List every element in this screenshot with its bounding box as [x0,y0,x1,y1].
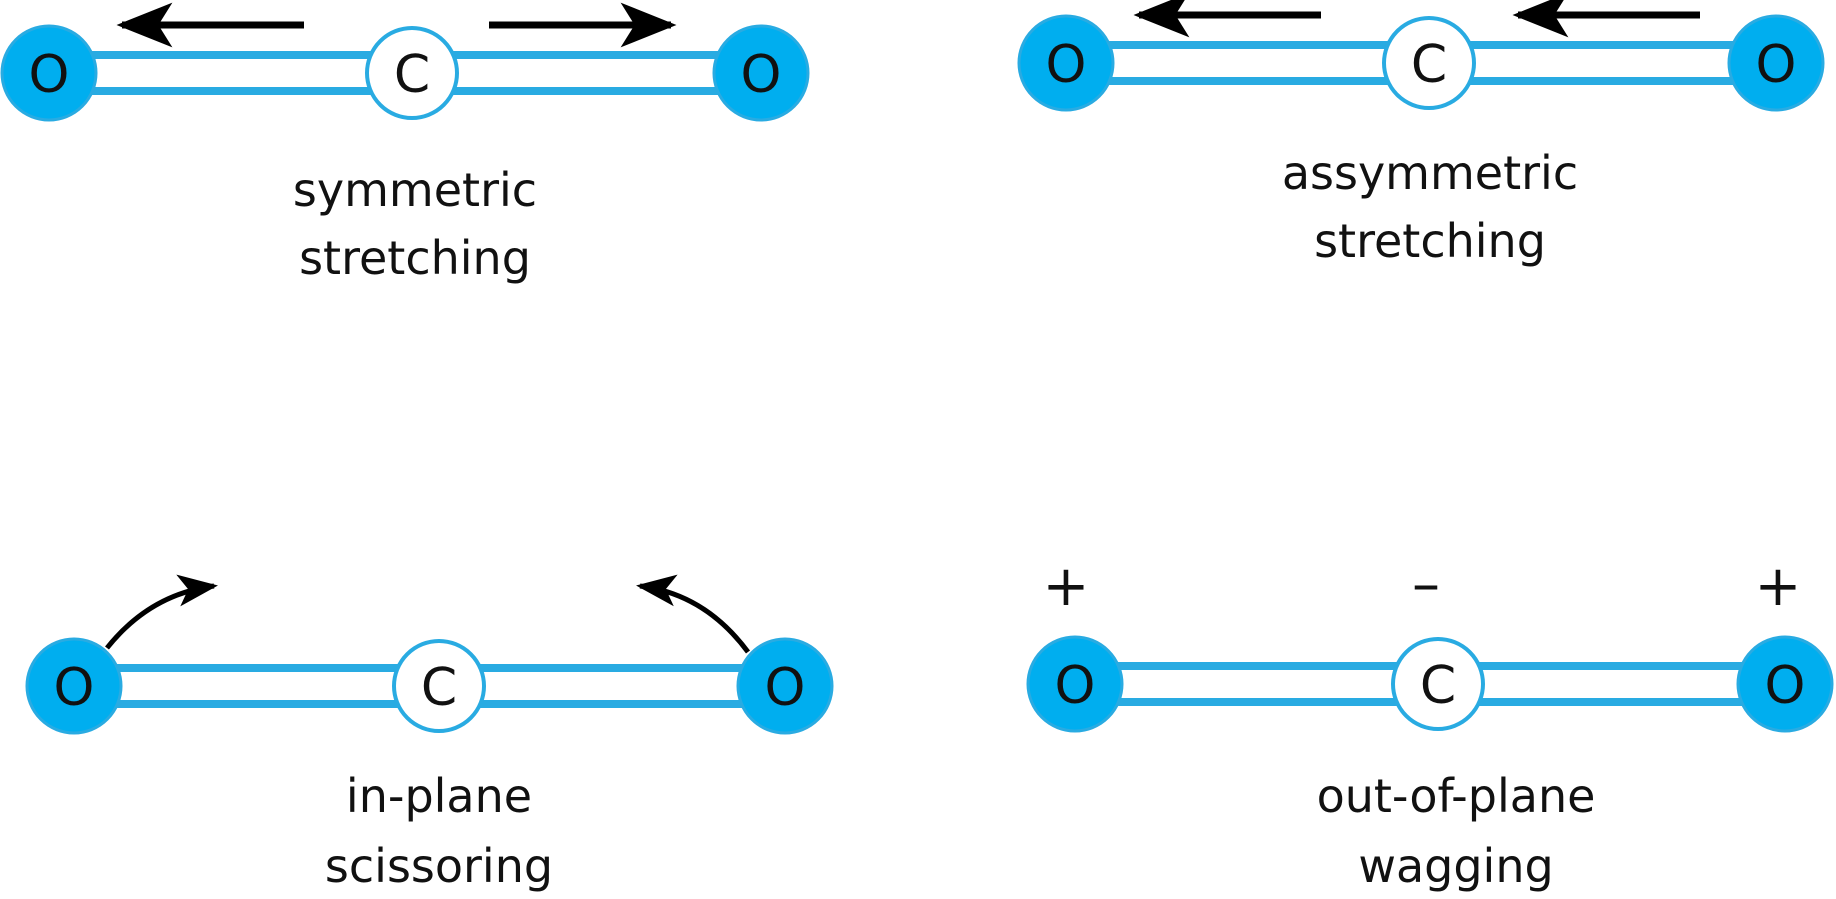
caption-line1: symmetric [293,163,537,217]
atom-label: O [29,45,70,105]
oxygen-atom-right: O [1736,635,1834,733]
plus-sign-icon: + [1755,554,1802,619]
atom-label: C [1411,35,1447,95]
atom-label: O [54,658,95,718]
carbon-atom: C [365,26,459,120]
carbon-atom: C [1382,16,1476,110]
plus-sign-icon: + [1043,554,1090,619]
caption-line1: out-of-plane [1317,769,1596,823]
caption-line1: assymmetric [1282,146,1578,200]
mode-out-of-plane-wagging: O C O + – + out-of-plane wagging [1026,552,1834,893]
molecule: O C O [1026,635,1834,733]
atom-label: O [765,658,806,718]
caption-line2: stretching [299,231,531,285]
atom-label: O [1756,35,1797,95]
carbon-atom: C [392,639,486,733]
oxygen-atom-right: O [736,637,834,735]
caption-line2: stretching [1314,214,1546,268]
caption-line2: wagging [1358,839,1553,893]
curved-arrow-right-icon [105,574,218,650]
atom-label: C [421,658,457,718]
atom-label: O [1046,35,1087,95]
mode-in-plane-scissoring: O C O in-plane scissoring [25,574,834,893]
atom-label: C [1420,656,1456,716]
mode-asymmetric-stretching: O C O assymmetric stretching [1017,0,1825,268]
caption-line2: scissoring [325,839,553,893]
mode-symmetric-stretching: O C O symmetric stretching [0,2,810,285]
atom-label: C [394,45,430,105]
oxygen-atom-right: O [712,24,810,122]
oxygen-atom-left: O [1026,635,1124,733]
atom-label: O [1055,656,1096,716]
molecule: O C O [1017,14,1825,112]
oxygen-atom-left: O [25,637,123,735]
oxygen-atom-right: O [1727,14,1825,112]
molecule: O C O [25,637,834,735]
oxygen-atom-left: O [0,24,98,122]
carbon-atom: C [1391,637,1485,731]
atom-label: O [1765,656,1806,716]
atom-label: O [741,45,782,105]
minus-sign-icon: – [1412,552,1440,617]
oxygen-atom-left: O [1017,14,1115,112]
caption-line1: in-plane [346,769,532,823]
curved-arrow-left-icon [636,574,751,654]
molecule: O C O [0,24,810,122]
